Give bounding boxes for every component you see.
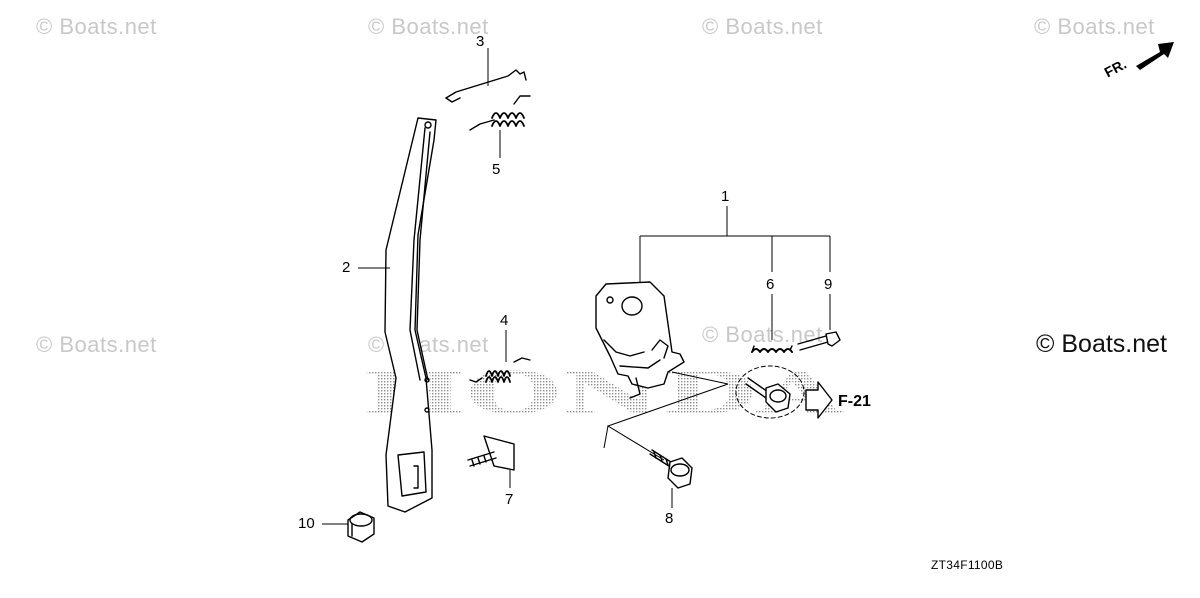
- part-3-rod: [445, 69, 527, 103]
- watermark-text-dark: © Boats.net: [1036, 330, 1167, 358]
- callout-10: 10: [298, 515, 315, 532]
- callout-6: 6: [766, 276, 775, 293]
- watermark-text: © Boats.net: [36, 332, 157, 357]
- leader-lines: [322, 48, 831, 525]
- part-10-nut: [347, 511, 375, 543]
- callout-4: 4: [500, 312, 509, 329]
- reference-arrow-icon: [805, 381, 833, 419]
- callout-8: 8: [665, 510, 674, 527]
- part-6-spring: [751, 345, 793, 353]
- part-2-lever: [384, 117, 437, 513]
- part-8-bolt: [649, 449, 693, 489]
- callout-9: 9: [824, 276, 833, 293]
- reference-label: F-21: [838, 393, 871, 410]
- part-1-arm: [595, 281, 685, 399]
- callout-1: 1: [721, 188, 730, 205]
- part-7-bolt: [467, 435, 515, 471]
- part-9-bolt: [797, 331, 841, 351]
- watermark-text: © Boats.net: [702, 14, 823, 39]
- callout-2: 2: [342, 259, 351, 276]
- callout-3: 3: [476, 33, 485, 50]
- watermark-text: © Boats.net: [368, 14, 489, 39]
- front-arrow-icon: [1136, 42, 1174, 70]
- watermark-text: © Boats.net: [36, 14, 157, 39]
- watermark-text: © Boats.net: [1034, 14, 1155, 39]
- callout-5: 5: [492, 161, 501, 178]
- callout-7: 7: [505, 491, 514, 508]
- diagram-code: ZT34F1100B: [931, 558, 1004, 572]
- part-5-spring: [469, 95, 531, 131]
- brand-watermark: HONDA: [362, 359, 844, 427]
- part-4-spring: [469, 357, 531, 383]
- reference-bolt: [735, 365, 805, 419]
